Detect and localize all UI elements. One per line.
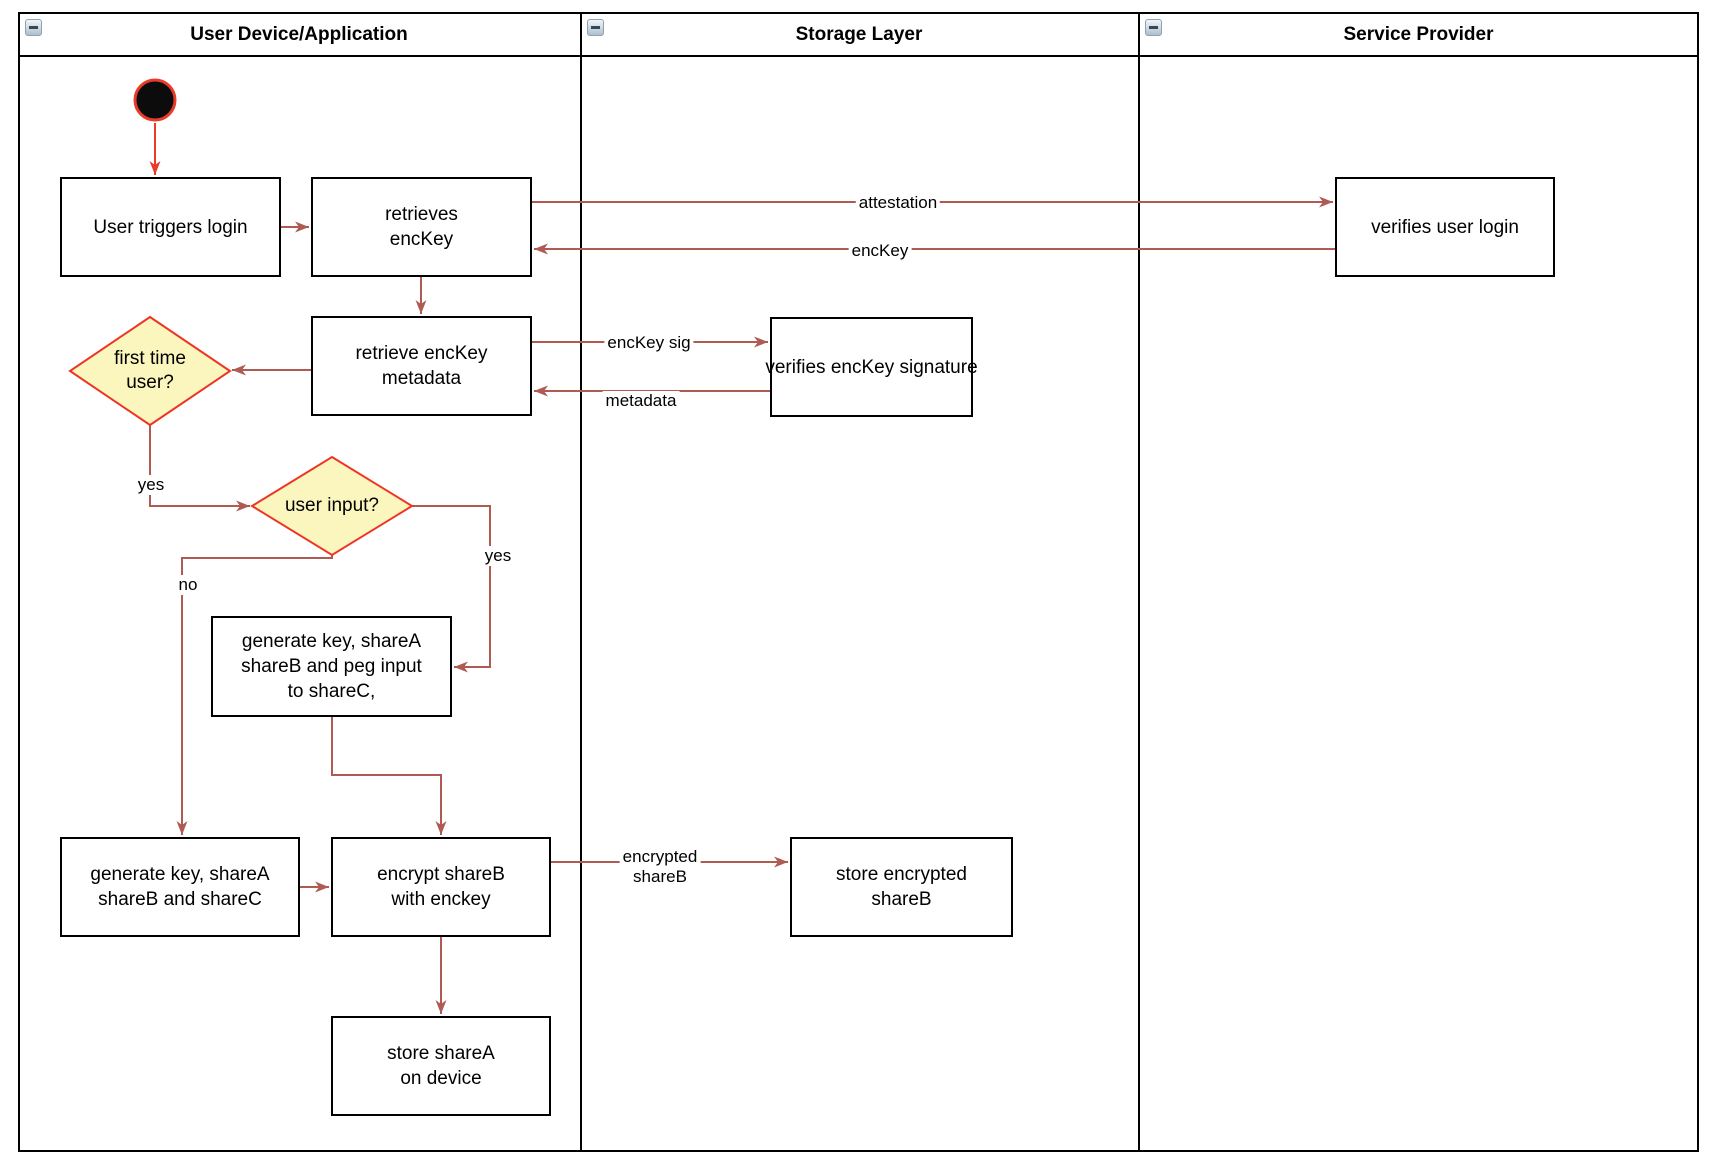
edge-label-yes-user-input: yes (481, 546, 515, 566)
edge-label-enckey-sig: encKey sig (604, 333, 694, 353)
lane-header-separator (18, 55, 1699, 57)
edge-label-yes-first-time: yes (134, 475, 168, 495)
minus-icon (591, 26, 600, 29)
lane-divider-1 (580, 12, 582, 1152)
node-store-encrypted-shareb[interactable]: store encrypted shareB (790, 837, 1013, 937)
edge-label-attestation: attestation (855, 193, 941, 213)
lane-collapse-button-storage-layer[interactable] (587, 19, 604, 36)
edge-label-no-user-input: no (175, 575, 201, 595)
node-retrieves-enckey[interactable]: retrieves encKey (311, 177, 532, 277)
lane-title-service-provider: Service Provider (1343, 23, 1494, 45)
node-retrieve-enckey-metadata[interactable]: retrieve encKey metadata (311, 316, 532, 416)
lane-collapse-button-service-provider[interactable] (1145, 19, 1162, 36)
edge-label-metadata: metadata (602, 391, 680, 411)
node-user-triggers-login[interactable]: User triggers login (60, 177, 281, 277)
node-generate-key-sharec[interactable]: generate key, shareA shareB and shareC (60, 837, 300, 937)
minus-icon (1149, 26, 1158, 29)
lane-divider-2 (1138, 12, 1140, 1152)
node-encrypt-shareb[interactable]: encrypt shareB with enckey (331, 837, 551, 937)
node-verifies-user-login[interactable]: verifies user login (1335, 177, 1555, 277)
label-user-input: user input? (284, 495, 380, 516)
lane-title-storage-layer: Storage Layer (795, 23, 923, 45)
node-verifies-enckey-signature[interactable]: verifies encKey signature (765, 317, 978, 417)
edge-label-encrypted-shareb: encrypted shareB (619, 847, 701, 887)
node-store-sharea[interactable]: store shareA on device (331, 1016, 551, 1116)
node-generate-key-peg-input[interactable]: generate key, shareA shareB and peg inpu… (211, 616, 452, 717)
lane-title-user-device: User Device/Application (190, 23, 408, 45)
minus-icon (29, 26, 38, 29)
edge-label-enckey: encKey (848, 241, 912, 261)
lane-collapse-button-user-device[interactable] (25, 19, 42, 36)
label-first-time-user: first time user? (114, 348, 186, 393)
